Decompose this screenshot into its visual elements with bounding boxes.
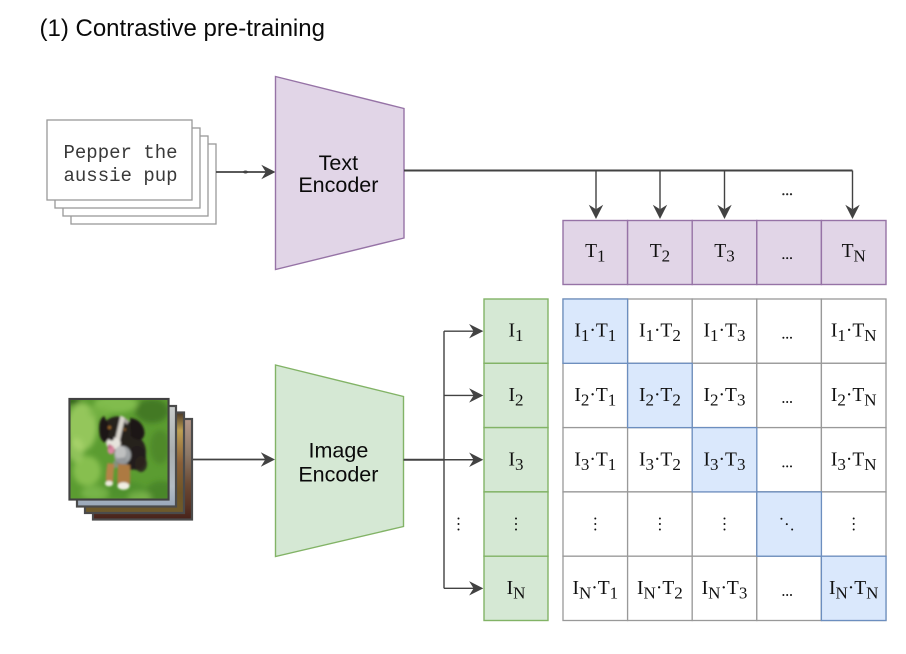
svg-text:I2: I2	[509, 385, 524, 410]
svg-text:T3: T3	[714, 241, 734, 266]
svg-text:I3: I3	[509, 449, 524, 474]
svg-text:I1: I1	[509, 321, 524, 346]
svg-text:I2·T1: I2·T1	[574, 385, 616, 410]
svg-text:Encoder: Encoder	[298, 173, 378, 197]
svg-text:T2: T2	[650, 241, 670, 266]
svg-text:IN: IN	[507, 578, 526, 603]
svg-text:I2·TN: I2·TN	[831, 385, 877, 410]
svg-text:Encoder: Encoder	[298, 462, 378, 486]
svg-text:Text: Text	[319, 151, 358, 175]
svg-text:(1) Contrastive pre-training: (1) Contrastive pre-training	[40, 15, 325, 42]
svg-text:Pepper the: Pepper the	[64, 142, 178, 164]
svg-text:aussie pup: aussie pup	[64, 165, 178, 187]
svg-text:T1: T1	[585, 241, 605, 266]
svg-text:Image: Image	[309, 439, 369, 463]
